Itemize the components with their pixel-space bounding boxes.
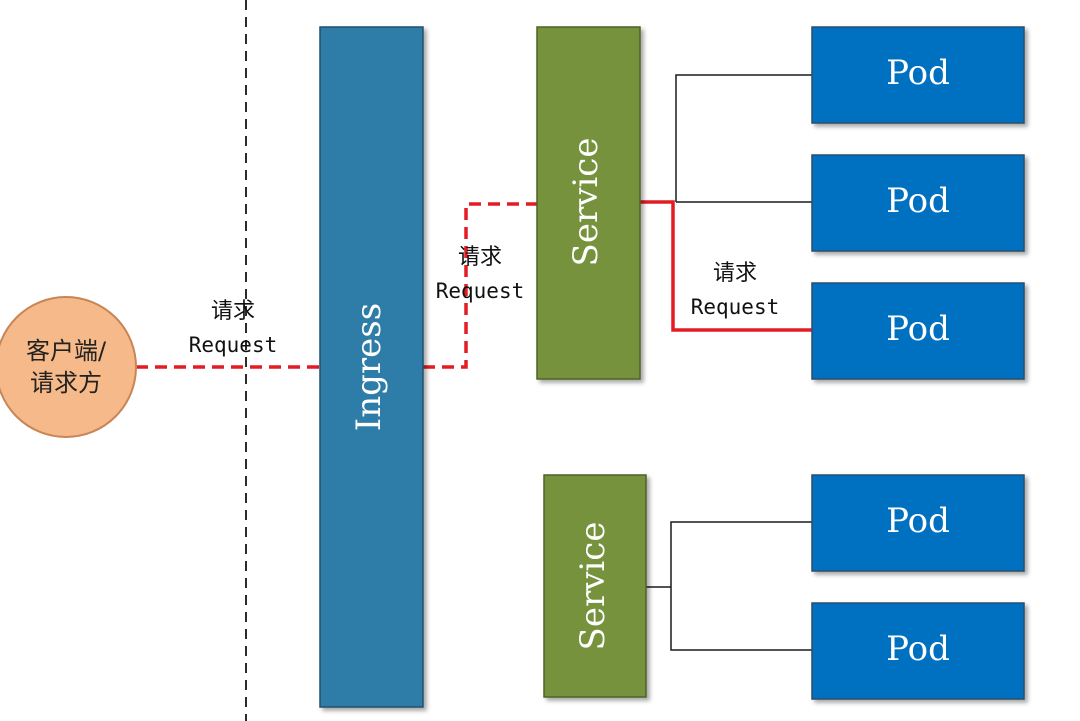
pod-node-2: Pod bbox=[811, 154, 1025, 252]
service2-pod-connectors bbox=[646, 521, 812, 651]
client-label-line2: 请求方 bbox=[30, 369, 102, 397]
request-label-cn-3: 请求 bbox=[713, 261, 757, 286]
request-label-en-3: Request bbox=[691, 295, 780, 319]
pod-label-5: Pod bbox=[886, 629, 950, 669]
request-label-en-2: Request bbox=[436, 279, 525, 303]
service-node-1: Service bbox=[536, 26, 641, 380]
request-path-ingress-service bbox=[423, 202, 537, 369]
service-node-2: Service bbox=[543, 474, 647, 698]
request-label-ingress: 请求 Request bbox=[436, 245, 525, 303]
service-label-1: Service bbox=[566, 138, 606, 267]
pod-node-5: Pod bbox=[811, 602, 1025, 700]
request-path-service-pod bbox=[640, 200, 812, 332]
pod-node-4: Pod bbox=[811, 474, 1025, 572]
request-label-client: 请求 Request bbox=[189, 299, 278, 357]
request-label-service: 请求 Request bbox=[691, 261, 780, 319]
client-node: 客户端/ 请求方 bbox=[0, 296, 137, 438]
pod-node-3: Pod bbox=[811, 282, 1025, 380]
request-label-cn-1: 请求 bbox=[211, 299, 255, 324]
pod-label-4: Pod bbox=[886, 501, 950, 541]
service1-pod-connectors bbox=[675, 74, 812, 203]
pod-node-1: Pod bbox=[811, 26, 1025, 124]
ingress-label: Ingress bbox=[349, 303, 389, 431]
service-label-2: Service bbox=[573, 522, 613, 651]
pod-label-3: Pod bbox=[886, 309, 950, 349]
request-label-en-1: Request bbox=[189, 333, 278, 357]
pod-label-1: Pod bbox=[886, 53, 950, 93]
pod-label-2: Pod bbox=[886, 181, 950, 221]
request-label-cn-2: 请求 bbox=[458, 245, 502, 270]
client-label-line1: 客户端/ bbox=[26, 337, 107, 365]
ingress-node: Ingress bbox=[319, 26, 424, 708]
